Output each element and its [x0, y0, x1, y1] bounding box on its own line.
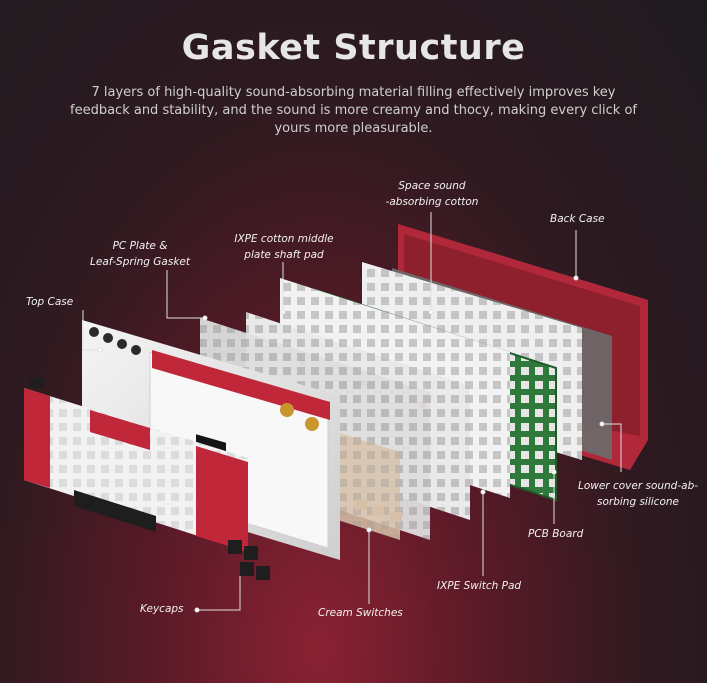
- leader-lines: [82, 212, 622, 613]
- label-back-case: Back Case: [550, 213, 605, 225]
- label-lower-cover-line2: sorbing silicone: [597, 496, 679, 508]
- label-ixpe-middle-pad: IXPE cotton middle plate shaft pad: [226, 231, 342, 263]
- label-pc-plate-line2: Leaf-Spring Gasket: [90, 256, 190, 268]
- label-keycaps: Keycaps: [140, 603, 184, 615]
- label-ixpe-middle-line2: plate shaft pad: [244, 249, 324, 261]
- label-space-sound-line2: -absorbing cotton: [385, 196, 479, 208]
- page-title: Gasket Structure: [181, 28, 526, 68]
- label-ixpe-middle-line1: IXPE cotton middle: [234, 233, 334, 245]
- label-space-cotton: Space sound -absorbing cotton: [376, 178, 488, 210]
- label-pc-plate: PC Plate & Leaf-Spring Gasket: [84, 238, 196, 270]
- keycaps-layer: [24, 378, 270, 580]
- label-lower-cover: Lower cover sound-ab- sorbing silicone: [572, 478, 704, 510]
- label-pc-plate-line1: PC Plate &: [112, 240, 168, 252]
- page-subtitle: 7 layers of high-quality sound-absorbing…: [70, 85, 637, 136]
- label-ixpe-switch-pad: IXPE Switch Pad: [437, 580, 522, 592]
- label-lower-cover-line1: Lower cover sound-ab-: [577, 480, 699, 492]
- label-cream-switches: Cream Switches: [318, 607, 403, 619]
- label-pcb-board: PCB Board: [528, 528, 584, 540]
- label-top-case: Top Case: [26, 296, 74, 308]
- label-space-sound-line1: Space sound: [398, 180, 466, 192]
